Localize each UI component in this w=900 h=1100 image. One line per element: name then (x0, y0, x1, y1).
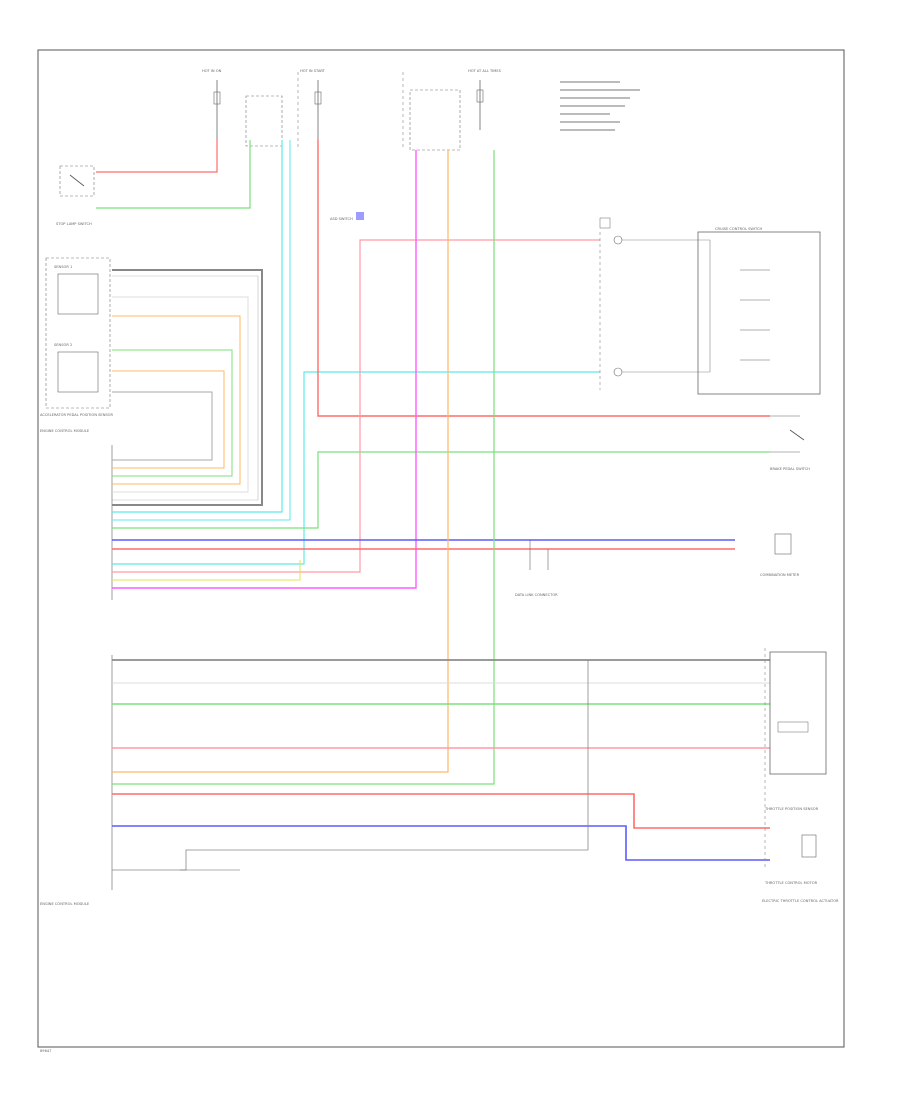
relay-box-left (245, 95, 283, 147)
wire-green-brake (112, 451, 770, 529)
wire-red-stoplamp (96, 140, 218, 173)
brake-switch-label: BRAKE PEDAL SWITCH (770, 467, 810, 471)
ecm-label-top: ENGINE CONTROL MODULE (40, 429, 90, 433)
wire-green-stoplamp (96, 140, 251, 209)
relay-box-right (409, 89, 461, 151)
accel-pedal-sensor: SENSOR 1 SENSOR 2 ACCELERATOR PEDAL POSI… (40, 257, 113, 417)
fuse-left-label: HOT IN ON (202, 69, 222, 73)
wire-pink-steering (112, 239, 600, 573)
throttle-motor-label: THROTTLE CONTROL MOTOR (764, 881, 818, 885)
wire-green-s2 (112, 349, 233, 477)
wire-orange-s1 (112, 315, 241, 485)
sensor1-label: SENSOR 1 (54, 265, 72, 269)
wire-orange-s2 (112, 370, 225, 469)
fuse-right: HOT AT ALL TIMES (468, 69, 502, 130)
wire-gray-s2 (112, 391, 213, 461)
wire-yellow (112, 560, 301, 581)
throttle-actuator-label: ELECTRIC THROTTLE CONTROL ACTUATOR (762, 899, 839, 903)
wire-orange-long (112, 150, 449, 773)
wire-blue-motor (112, 825, 770, 861)
footer-code: 89647 (40, 1049, 51, 1053)
data-link-label: DATA LINK CONNECTOR (515, 593, 558, 597)
wire-white-s1 (112, 296, 249, 493)
wire-magenta (112, 150, 417, 589)
stoplamp-switch: STOP LAMP SWITCH (56, 165, 95, 226)
sensor2-label: SENSOR 2 (54, 343, 72, 347)
fuse-right-label: HOT AT ALL TIMES (468, 69, 502, 73)
wire-cyan-1 (112, 140, 283, 513)
wire-cyan-3 (112, 371, 600, 565)
throttle-sensor-label: THROTTLE POSITION SENSOR (764, 807, 819, 811)
combination-meter-label: COMBINATION METER (760, 573, 800, 577)
note-block-top-right (560, 81, 640, 131)
cruise-switch: CRUISE CONTROL SWITCH (599, 217, 821, 395)
brake-switch: BRAKE PEDAL SWITCH (770, 415, 810, 471)
wire-cyan-2 (112, 140, 291, 521)
cruise-switch-label: CRUISE CONTROL SWITCH (715, 227, 762, 231)
fuse-mid: HOT IN START (300, 69, 326, 140)
wire-red-brake (317, 140, 770, 417)
asd-switch-label: ASD SWITCH (330, 217, 353, 221)
diagram-frame (37, 49, 845, 1048)
ecm-block: ENGINE CONTROL MODULE ENGINE CONTROL MOD… (40, 429, 113, 906)
combination-meter: COMBINATION METER (760, 533, 800, 577)
wire-red-motor (112, 793, 770, 829)
stoplamp-switch-label: STOP LAMP SWITCH (56, 222, 92, 226)
fuse-left: HOT IN ON (202, 69, 222, 140)
throttle-actuator: THROTTLE POSITION SENSOR THROTTLE CONTRO… (762, 648, 839, 903)
accel-pedal-label: ACCELERATOR PEDAL POSITION SENSOR (40, 413, 113, 417)
wire-green-long (112, 150, 495, 785)
fuse-mid-label: HOT IN START (300, 69, 326, 73)
ecm-label: ENGINE CONTROL MODULE (40, 902, 90, 906)
